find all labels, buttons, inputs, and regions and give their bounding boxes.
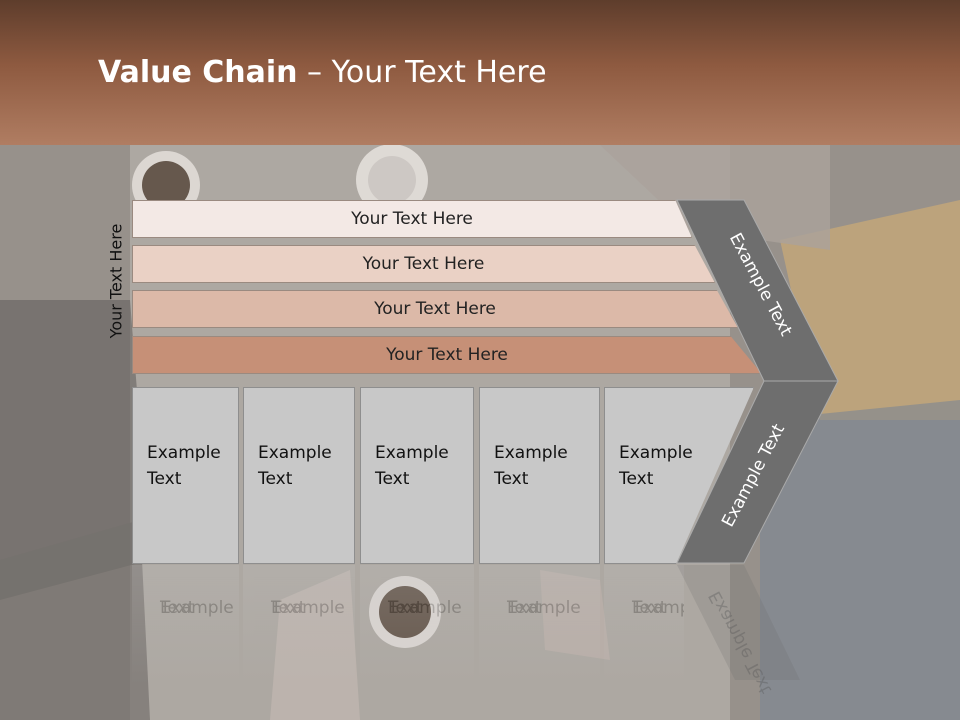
example-box-line2: Text <box>494 469 529 489</box>
example-box-line2: Text <box>258 469 293 489</box>
value-chain-bar-1: Your Text Here <box>132 200 692 238</box>
example-box-line1: Example <box>147 443 221 463</box>
value-chain-bar-2: Your Text Here <box>132 245 715 283</box>
example-box-line1: Example <box>258 443 332 463</box>
example-box-line2: Text <box>147 469 182 489</box>
value-chain-bar-4: Your Text Here <box>132 336 762 374</box>
example-box-line1: Example <box>619 443 693 463</box>
chevron-lower <box>676 380 839 564</box>
example-box-line2: Text <box>375 469 410 489</box>
example-box-line1: Example <box>375 443 449 463</box>
header-band: Value Chain – Your Text Here <box>0 0 960 145</box>
example-box-line2: Text <box>619 469 654 489</box>
chevron-reflection <box>677 565 800 680</box>
example-box-line1: Example <box>494 443 568 463</box>
slide-title: Value Chain – Your Text Here <box>98 55 547 90</box>
value-chain-bar-3: Your Text Here <box>132 290 738 328</box>
